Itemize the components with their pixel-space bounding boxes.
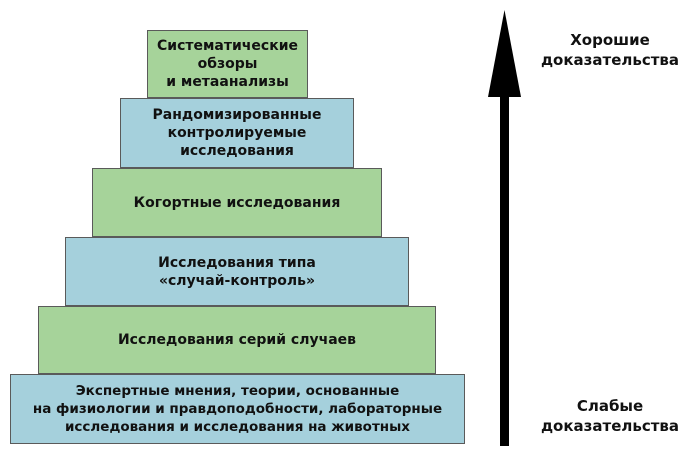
evidence-strength-arrow: [488, 10, 521, 446]
pyramid-level-expert-opinion: Экспертные мнения, теории, основанные на…: [10, 374, 465, 444]
pyramid-level-rct: Рандомизированные контролируемые исследо…: [120, 98, 354, 168]
arrow-head: [488, 10, 521, 97]
pyramid-level-case-control: Исследования типа «случай-контроль»: [65, 237, 409, 306]
good-evidence-label: Хорошие доказательства: [540, 31, 680, 69]
pyramid-level-cohort: Когортные исследования: [92, 168, 382, 237]
pyramid-level-systematic-reviews: Систематические обзоры и метаанализы: [147, 30, 308, 98]
arrow-shaft: [500, 90, 509, 446]
weak-evidence-label: Слабые доказательства: [540, 397, 680, 435]
pyramid-level-case-series: Исследования серий случаев: [38, 306, 436, 374]
